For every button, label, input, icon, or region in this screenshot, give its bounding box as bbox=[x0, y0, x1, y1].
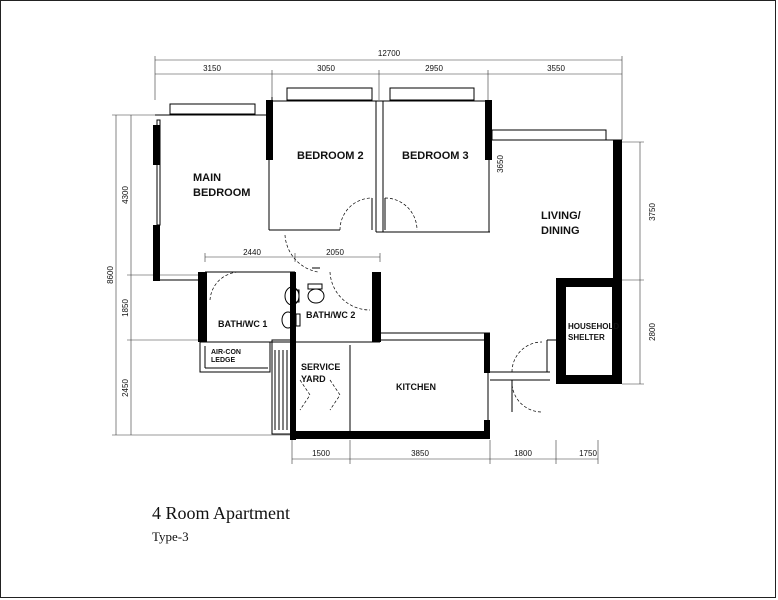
dim-bottom-1: 1500 bbox=[312, 449, 330, 458]
label-living-1: LIVING/ bbox=[541, 210, 581, 222]
walls bbox=[153, 100, 622, 440]
dim-top-2: 3050 bbox=[317, 64, 335, 73]
plan-subtitle: Type-3 bbox=[152, 529, 189, 544]
left-dimensions: 8600 4300 1850 2450 bbox=[106, 114, 290, 436]
dim-bath-2: 2050 bbox=[326, 248, 344, 257]
fixtures bbox=[281, 267, 325, 329]
label-bath-1: BATH/WC 1 bbox=[218, 319, 267, 329]
dim-right-2: 2800 bbox=[648, 323, 657, 341]
label-main-bedroom-2: BEDROOM bbox=[193, 187, 250, 199]
dim-top-1: 3150 bbox=[203, 64, 221, 73]
bottom-dimensions: 1500 3850 1800 1750 bbox=[291, 440, 599, 464]
room-labels: MAIN BEDROOM BEDROOM 2 BEDROOM 3 LIVING/… bbox=[193, 150, 619, 392]
dim-bottom-4: 1750 bbox=[579, 449, 597, 458]
label-main-bedroom-1: MAIN bbox=[193, 172, 221, 184]
dim-bottom-3: 1800 bbox=[514, 449, 532, 458]
bath-dimensions: 2440 2050 3650 bbox=[204, 155, 505, 262]
right-dimensions: 3750 2800 bbox=[622, 141, 657, 385]
dim-top-3: 2950 bbox=[425, 64, 443, 73]
label-bath-2: BATH/WC 2 bbox=[306, 310, 355, 320]
dim-bath-1: 2440 bbox=[243, 248, 261, 257]
windows bbox=[155, 87, 622, 226]
label-service-1: SERVICE bbox=[301, 362, 340, 372]
plan-title: 4 Room Apartment bbox=[152, 503, 290, 523]
dim-right-1: 3750 bbox=[648, 203, 657, 221]
label-bedroom-3: BEDROOM 3 bbox=[402, 150, 469, 162]
label-service-2: YARD bbox=[301, 374, 326, 384]
dim-top-4: 3550 bbox=[547, 64, 565, 73]
dim-overall-width: 12700 bbox=[378, 49, 401, 58]
dim-left-2: 1850 bbox=[121, 299, 130, 317]
dim-bottom-2: 3850 bbox=[411, 449, 429, 458]
label-kitchen: KITCHEN bbox=[396, 382, 436, 392]
dim-left-overall: 8600 bbox=[106, 266, 115, 284]
label-aircon-2: LEDGE bbox=[211, 357, 235, 364]
dim-bedroom3-depth: 3650 bbox=[496, 155, 505, 173]
dim-left-1: 4300 bbox=[121, 186, 130, 204]
label-living-2: DINING bbox=[541, 225, 580, 237]
dim-left-3: 2450 bbox=[121, 379, 130, 397]
label-shelter-2: SHELTER bbox=[568, 333, 605, 342]
doors bbox=[209, 197, 543, 413]
top-dimensions: 12700 3150 3050 2950 3550 bbox=[154, 49, 623, 140]
label-shelter-1: HOUSEHOLD bbox=[568, 322, 619, 331]
label-aircon-1: AIR-CON bbox=[211, 349, 241, 356]
label-bedroom-2: BEDROOM 2 bbox=[297, 150, 364, 162]
floor-plan: 12700 3150 3050 2950 3550 8600 4300 1850… bbox=[106, 49, 657, 464]
